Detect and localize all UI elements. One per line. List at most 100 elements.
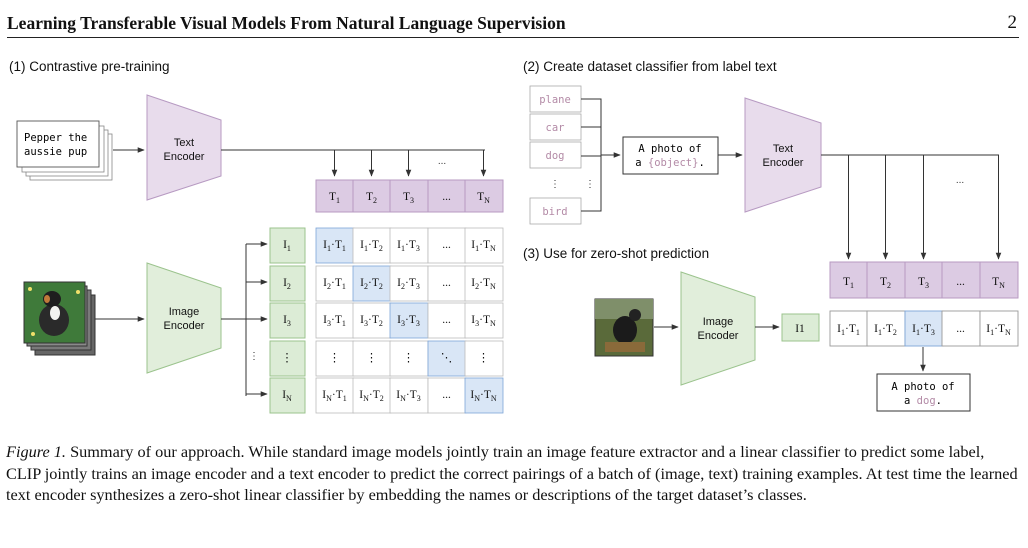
caption-label: Figure 1. — [6, 442, 66, 461]
image-encoder-label-2: Encoder — [164, 320, 205, 332]
matrix-cell — [315, 377, 355, 414]
panel2-token-arrows — [845, 155, 1002, 260]
panel3-text-token: T3​ — [918, 276, 929, 290]
panel3-text-token-row: T1​ T2​ T3​... TN​ — [829, 261, 1019, 299]
text-token-box — [315, 179, 355, 213]
text-encoder-2-shape — [744, 97, 822, 213]
matrix-cell-label: IN​·T1​ — [322, 389, 347, 403]
panel3-product-cell — [941, 310, 981, 347]
matrix-cell-label: I1​·TN​ — [471, 239, 496, 253]
panel3-product-label: I1​·T1​ — [837, 323, 860, 337]
dog-photo — [594, 298, 654, 357]
image-encoder-2-shape — [680, 271, 756, 386]
caption-text: Summary of our approach. While standard … — [6, 442, 1018, 504]
matrix-cell-label: ⋱ — [441, 352, 453, 364]
prompt-template-line1: A photo of — [638, 143, 701, 155]
matrix-cell — [427, 265, 467, 302]
panel3-text-token: TN​ — [992, 276, 1005, 290]
class-label: plane — [539, 94, 571, 106]
image-input-stack — [23, 281, 96, 356]
matrix-cell — [427, 302, 467, 339]
image-token: I1​ — [283, 239, 291, 253]
similarity-matrix: I1​·T1​I1​·T2​I1​·T3​...I1​·TN​I2​·T1​I2… — [315, 227, 504, 414]
class-label: ⋮ — [550, 179, 560, 190]
matrix-cell — [389, 265, 429, 302]
text-input-line1: Pepper the — [24, 132, 87, 144]
text-token: T1​ — [329, 191, 340, 205]
panel3-text-token: ... — [956, 276, 965, 288]
class-label-box — [529, 85, 582, 113]
matrix-cell — [352, 377, 392, 414]
prediction-line2: a dog. — [904, 395, 942, 407]
matrix-cell-label: I1​·T2​ — [360, 239, 383, 253]
class-label: dog — [546, 150, 565, 162]
image-token-box — [269, 227, 306, 264]
panel3-text-token-box — [979, 261, 1019, 299]
page-header: Learning Transferable Visual Models From… — [7, 6, 1019, 38]
matrix-cell-label: ⋮ — [329, 352, 341, 364]
matrix-cell — [389, 377, 429, 414]
text-token: T2​ — [366, 191, 377, 205]
matrix-cell — [315, 265, 355, 302]
text-encoder-shape — [146, 94, 222, 201]
matrix-cell-label: I2​·T2​ — [360, 277, 383, 291]
panel3-text-token-box — [904, 261, 944, 299]
matrix-cell-label: ⋮ — [403, 352, 415, 364]
matrix-cell-positive — [352, 265, 392, 302]
panel3-product-label: I1​·TN​ — [986, 323, 1011, 337]
panel1-top-ellipsis: ... — [438, 156, 446, 167]
matrix-cell — [464, 265, 504, 302]
text-token: T3​ — [403, 191, 414, 205]
image-token: ⋮ — [281, 352, 293, 364]
text-input-line2: aussie pup — [24, 146, 87, 158]
matrix-cell-label: I2​·TN​ — [471, 277, 496, 291]
matrix-cell — [352, 227, 392, 264]
panel3-text-token-box — [941, 261, 981, 299]
matrix-cell-label: I3​·TN​ — [471, 314, 496, 328]
matrix-cell-label: I2​·T3​ — [397, 277, 420, 291]
panel2-side-vdots: ⋮ — [585, 179, 595, 190]
image-encoder-2-label-1: Image — [703, 316, 734, 328]
matrix-cell-label: ... — [442, 239, 451, 251]
text-token-box — [427, 179, 467, 213]
panel1-heading: (1) Contrastive pre-training — [9, 59, 170, 74]
matrix-cell — [464, 227, 504, 264]
class-label-box — [529, 141, 582, 169]
matrix-cell — [427, 227, 467, 264]
panel2-top-ellipsis: ... — [956, 175, 964, 186]
text-encoder-2-label-1: Text — [773, 143, 793, 155]
panel3-heading: (3) Use for zero-shot prediction — [523, 246, 709, 261]
image-encoder-shape — [146, 262, 222, 374]
text-encoder-label-2: Encoder — [164, 151, 205, 163]
image-encoder-2-label-2: Encoder — [698, 330, 739, 342]
matrix-cell-positive — [464, 377, 504, 414]
panel3-product-label: I1​·T3​ — [912, 323, 935, 337]
matrix-cell-label: I3​·T3​ — [397, 314, 420, 328]
matrix-cell-label: I3​·T2​ — [360, 314, 383, 328]
panel3-text-token-box — [866, 261, 906, 299]
text-token-box — [389, 179, 429, 213]
prompt-template-box — [622, 136, 719, 175]
panel3-product-label: I1​·T2​ — [874, 323, 897, 337]
panel3-text-token: T1​ — [843, 276, 854, 290]
panel3-text-token: T2​ — [880, 276, 891, 290]
matrix-cell-positive — [315, 227, 355, 264]
clip-figure: (1) Contrastive pre-training Pepper the … — [9, 59, 1019, 414]
matrix-cell-label: ... — [442, 389, 451, 401]
matrix-cell-label: IN​·T2​ — [359, 389, 384, 403]
matrix-cell-label: I3​·T1​ — [323, 314, 346, 328]
matrix-cell — [352, 340, 392, 377]
panel3-text-token-box — [829, 261, 869, 299]
image-token-box — [269, 265, 306, 302]
image-token: I3​ — [283, 314, 291, 328]
matrix-cell-label: IN​·T3​ — [396, 389, 421, 403]
text-encoder-label-1: Text — [174, 137, 194, 149]
matrix-cell-label: ... — [442, 314, 451, 326]
text-token-row: T1​T2​T3​...TN​ — [315, 179, 504, 213]
text-token-box — [464, 179, 504, 213]
panel3-image-token: I1 — [795, 323, 805, 335]
matrix-cell-positive — [427, 340, 467, 377]
prompt-template-line2: a {object}. — [635, 157, 705, 169]
image-token: IN​ — [282, 389, 292, 403]
